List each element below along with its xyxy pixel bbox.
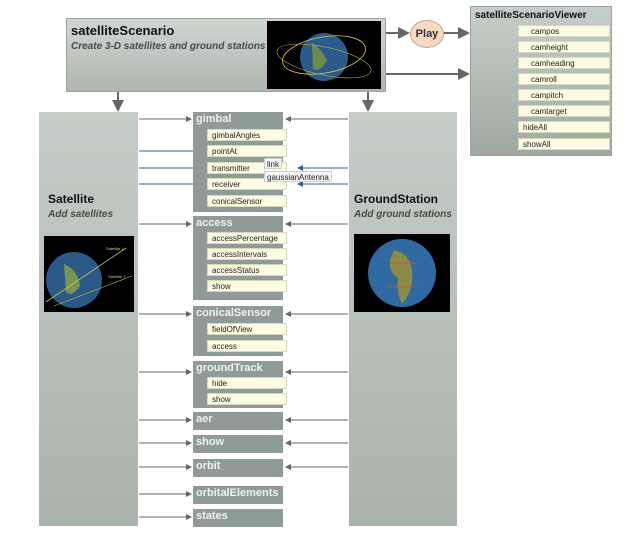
satellite-subtitle: Add satellites (48, 209, 114, 220)
groundstation-image-label-1: Ground station 1 (390, 260, 420, 265)
satellite-image-label-2: Satellite 2 (108, 274, 126, 279)
scenario-subtitle: Create 3-D satellites and ground station… (71, 41, 266, 52)
prop-groundtrack[interactable]: groundTrack hide show (193, 361, 287, 408)
viewer-title: satelliteScenarioViewer (475, 10, 587, 21)
play-button[interactable]: Play (410, 20, 444, 48)
access-item-show[interactable]: show (207, 280, 287, 292)
prop-groundtrack-title: groundTrack (196, 362, 263, 374)
prop-orbitalelements[interactable]: orbitalElements (193, 486, 283, 504)
satellite-title: Satellite (48, 192, 95, 206)
gimbal-item-conicalsensor[interactable]: conicalSensor (207, 195, 287, 207)
satellite-globe-image: Satellite 1 Satellite 2 (44, 236, 134, 312)
tag-gaussian-antenna: gaussianAntenna (264, 171, 332, 182)
satellite-box[interactable]: Satellite Add satellites Satellite 1 Sat… (39, 112, 138, 526)
prop-conicalsensor-title: conicalSensor (196, 307, 272, 319)
scenario-globe-image (267, 21, 381, 89)
viewer-item-campitch[interactable]: campitch (518, 89, 610, 101)
viewer-item-hideall[interactable]: hideAll (518, 121, 610, 133)
viewer-item-camheading[interactable]: camheading (518, 57, 610, 69)
viewer-item-camtarget[interactable]: camtarget (518, 105, 610, 117)
prop-show[interactable]: show (193, 435, 283, 453)
access-item-status[interactable]: accessStatus (207, 264, 287, 276)
conicalsensor-item-access[interactable]: access (207, 340, 287, 352)
access-item-intervals[interactable]: accessIntervals (207, 248, 287, 260)
prop-aer[interactable]: aer (193, 412, 283, 430)
gimbal-item-gimbalangles[interactable]: gimbalAngles (207, 129, 287, 141)
conicalsensor-item-fieldofview[interactable]: fieldOfView (207, 323, 287, 335)
groundstation-box[interactable]: GroundStation Add ground stations Ground… (349, 112, 457, 526)
prop-orbit-title: orbit (196, 460, 221, 472)
viewer-item-camheight[interactable]: camheight (518, 41, 610, 53)
prop-states[interactable]: states (193, 509, 283, 527)
groundstation-globe-image: Ground station 1 Ground station 2 (354, 234, 450, 312)
prop-show-title: show (196, 436, 225, 448)
groundtrack-item-hide[interactable]: hide (207, 377, 287, 389)
groundstation-title: GroundStation (354, 192, 438, 206)
prop-orbitalelements-title: orbitalElements (196, 487, 279, 499)
access-item-percentage[interactable]: accessPercentage (207, 232, 287, 244)
viewer-item-campos[interactable]: campos (518, 25, 610, 37)
prop-conicalsensor[interactable]: conicalSensor fieldOfView access (193, 306, 287, 356)
satellite-scenario-box[interactable]: satelliteScenario Create 3-D satellites … (66, 18, 386, 92)
prop-gimbal-title: gimbal (196, 113, 232, 125)
gimbal-item-pointat[interactable]: pointAt (207, 145, 287, 157)
prop-access-title: access (196, 217, 233, 229)
prop-aer-title: aer (196, 413, 213, 425)
scenario-title: satelliteScenario (71, 23, 175, 38)
prop-gimbal[interactable]: gimbal gimbalAngles pointAt transmitter … (193, 112, 287, 212)
prop-access[interactable]: access accessPercentage accessIntervals … (193, 216, 287, 300)
groundtrack-item-show[interactable]: show (207, 393, 287, 405)
viewer-item-camroll[interactable]: camroll (518, 73, 610, 85)
prop-states-title: states (196, 510, 228, 522)
tag-link: link (264, 158, 283, 169)
satellite-image-label-1: Satellite 1 (106, 246, 124, 251)
groundstation-image-label-2: Ground station 2 (388, 284, 418, 289)
prop-orbit[interactable]: orbit (193, 459, 283, 477)
scenario-viewer-box[interactable]: satelliteScenarioViewer campos camheight… (470, 6, 612, 156)
viewer-item-showall[interactable]: showAll (518, 138, 610, 150)
groundstation-subtitle: Add ground stations (354, 209, 452, 220)
